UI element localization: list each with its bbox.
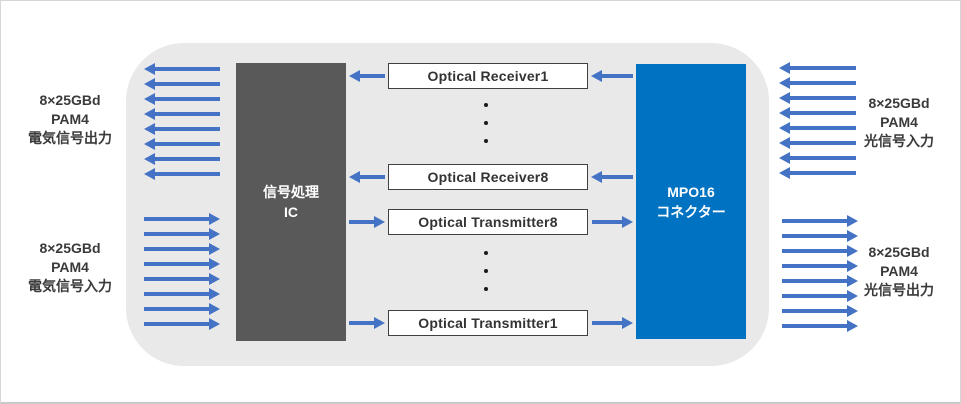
- arrow-right-icon: [349, 220, 374, 224]
- label-line: PAM4: [51, 259, 89, 275]
- arrow-left-icon: [790, 156, 856, 160]
- dot-icon: [484, 121, 488, 125]
- signal-processing-ic-box: 信号処理 IC: [236, 63, 346, 341]
- arrow-right-icon: [782, 294, 847, 298]
- arrow-left-icon: [790, 66, 856, 70]
- optical-transmitter1-box: Optical Transmitter1: [388, 310, 588, 336]
- arrow-left-icon: [155, 67, 220, 71]
- arrow-left-icon: [602, 74, 633, 78]
- label-line: 8×25GBd: [868, 95, 930, 111]
- label-line: 電気信号入力: [28, 278, 112, 294]
- electrical-input-label: 8×25GBd PAM4 電気信号入力: [1, 239, 139, 296]
- label-line: PAM4: [51, 111, 89, 127]
- dot-icon: [484, 139, 488, 143]
- arrow-right-icon: [144, 262, 209, 266]
- transmitter-ellipsis-dots: [484, 251, 488, 291]
- arrow-right-icon: [144, 277, 209, 281]
- optical-output-label: 8×25GBd PAM4 光信号出力: [829, 243, 960, 300]
- arrow-right-icon: [144, 322, 209, 326]
- arrow-right-icon: [144, 217, 209, 221]
- electrical-output-label: 8×25GBd PAM4 電気信号出力: [1, 91, 139, 148]
- label-line: PAM4: [880, 263, 918, 279]
- arrow-right-icon: [782, 324, 847, 328]
- arrow-left-icon: [790, 171, 856, 175]
- dot-icon: [484, 269, 488, 273]
- optical-transmitter8-box: Optical Transmitter8: [388, 209, 588, 235]
- arrow-left-icon: [155, 112, 220, 116]
- arrow-right-icon: [144, 292, 209, 296]
- arrow-left-icon: [790, 141, 856, 145]
- arrow-right-icon: [782, 264, 847, 268]
- arrow-right-icon: [144, 247, 209, 251]
- ic-label-line2: IC: [284, 204, 298, 220]
- arrow-right-icon: [782, 279, 847, 283]
- mpo-label-line2: コネクター: [656, 203, 726, 220]
- arrow-left-icon: [790, 111, 856, 115]
- optical-input-label: 8×25GBd PAM4 光信号入力: [829, 94, 960, 151]
- arrow-left-icon: [790, 81, 856, 85]
- arrow-right-icon: [782, 219, 847, 223]
- dot-icon: [484, 287, 488, 291]
- arrow-left-icon: [155, 157, 220, 161]
- arrow-right-icon: [782, 234, 847, 238]
- mpo16-connector-box: MPO16 コネクター: [636, 64, 746, 339]
- arrow-right-icon: [782, 249, 847, 253]
- optical-receiver1-box: Optical Receiver1: [388, 63, 588, 89]
- arrow-left-icon: [360, 74, 385, 78]
- label-line: 光信号入力: [864, 133, 934, 149]
- label-line: 8×25GBd: [868, 244, 930, 260]
- label-line: 光信号出力: [864, 282, 934, 298]
- arrow-left-icon: [155, 97, 220, 101]
- label-line: 8×25GBd: [39, 240, 101, 256]
- dot-icon: [484, 103, 488, 107]
- arrow-left-icon: [790, 96, 856, 100]
- arrow-left-icon: [360, 175, 385, 179]
- optical-receiver8-box: Optical Receiver8: [388, 164, 588, 190]
- ic-label-line1: 信号処理: [263, 184, 319, 200]
- label-line: PAM4: [880, 114, 918, 130]
- arrow-right-icon: [592, 321, 622, 325]
- arrow-left-icon: [602, 175, 633, 179]
- arrow-right-icon: [782, 309, 847, 313]
- arrow-right-icon: [144, 232, 209, 236]
- label-line: 電気信号出力: [28, 130, 112, 146]
- arrow-left-icon: [155, 82, 220, 86]
- dot-icon: [484, 251, 488, 255]
- label-line: 8×25GBd: [39, 92, 101, 108]
- arrow-right-icon: [144, 307, 209, 311]
- receiver-ellipsis-dots: [484, 103, 488, 143]
- mpo-label-line1: MPO16: [667, 183, 715, 200]
- arrow-left-icon: [155, 172, 220, 176]
- arrow-left-icon: [155, 142, 220, 146]
- arrow-left-icon: [155, 127, 220, 131]
- arrow-right-icon: [349, 321, 374, 325]
- arrow-left-icon: [790, 126, 856, 130]
- arrow-right-icon: [592, 220, 622, 224]
